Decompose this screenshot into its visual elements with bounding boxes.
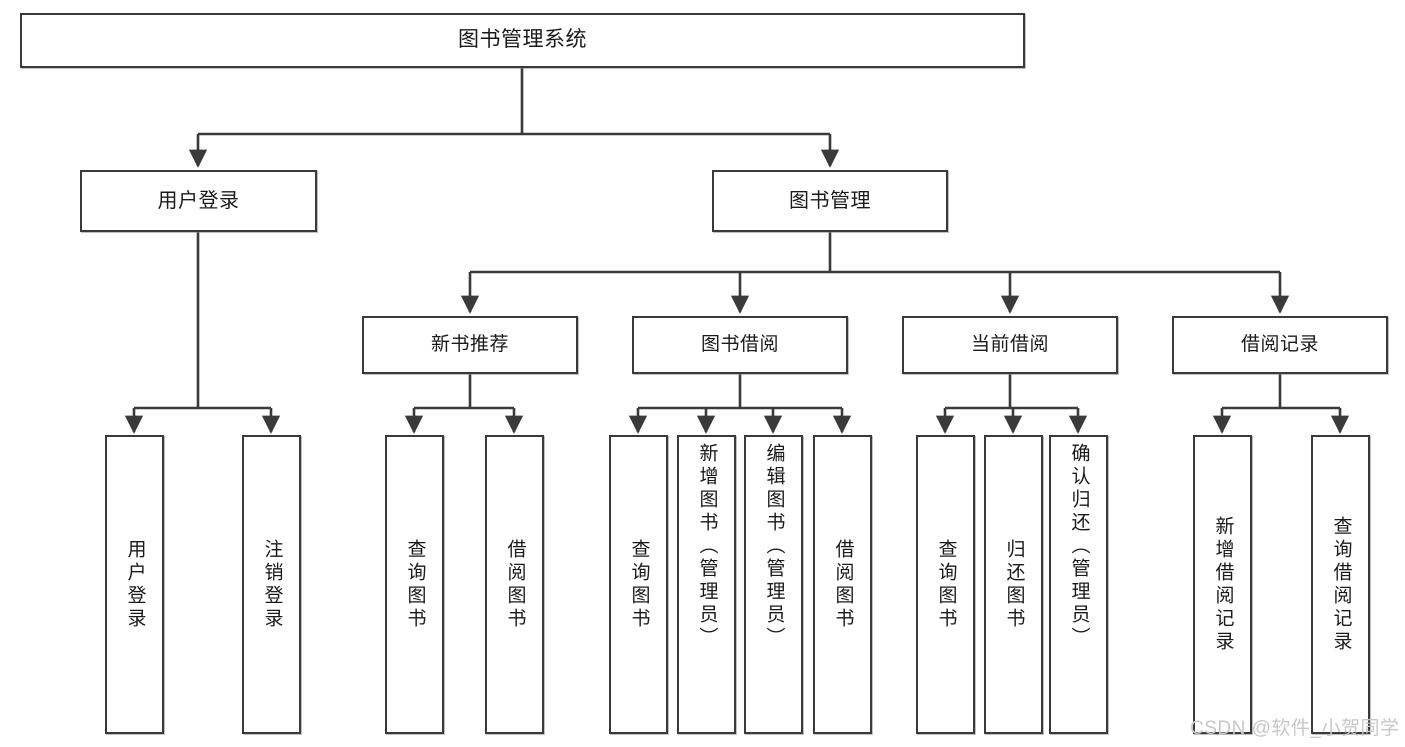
node-leaf-current-borrow-query-label: 查询图书 <box>935 538 957 631</box>
node-leaf-current-borrow-return[interactable]: 归还图书 <box>984 435 1043 734</box>
node-leaf-borrow-record-add[interactable]: 新增借阅记录 <box>1193 435 1252 734</box>
node-leaf-user-login-signout-label: 注销登录 <box>261 538 283 631</box>
node-new-book-recommend[interactable]: 新书推荐 <box>362 316 578 374</box>
node-book-borrow-label: 图书借阅 <box>700 334 779 356</box>
node-leaf-book-borrow-add-label: 新增图书（管理员） <box>696 443 718 650</box>
node-leaf-user-login-signin-label: 用户登录 <box>124 538 146 631</box>
node-leaf-book-borrow-edit[interactable]: 编辑图书（管理员） <box>744 435 803 734</box>
node-leaf-new-book-query[interactable]: 查询图书 <box>385 435 444 734</box>
node-leaf-user-login-signout[interactable]: 注销登录 <box>242 435 301 734</box>
node-leaf-new-book-borrow-label: 借阅图书 <box>504 538 526 631</box>
node-leaf-current-borrow-confirm[interactable]: 确认归还（管理员） <box>1049 435 1108 734</box>
node-leaf-book-borrow-add[interactable]: 新增图书（管理员） <box>677 435 736 734</box>
node-leaf-current-borrow-confirm-label: 确认归还（管理员） <box>1068 443 1090 650</box>
node-current-borrow-label: 当前借阅 <box>970 334 1049 356</box>
node-leaf-current-borrow-return-label: 归还图书 <box>1003 538 1025 631</box>
node-leaf-new-book-query-label: 查询图书 <box>404 538 426 631</box>
node-leaf-book-borrow-query[interactable]: 查询图书 <box>609 435 668 734</box>
node-borrow-record-label: 借阅记录 <box>1240 334 1319 356</box>
node-book-management[interactable]: 图书管理 <box>712 170 948 232</box>
node-leaf-book-borrow-lend[interactable]: 借阅图书 <box>813 435 872 734</box>
node-leaf-book-borrow-lend-label: 借阅图书 <box>832 538 854 631</box>
node-leaf-borrow-record-query[interactable]: 查询借阅记录 <box>1311 435 1370 734</box>
node-user-login[interactable]: 用户登录 <box>80 170 317 232</box>
node-current-borrow[interactable]: 当前借阅 <box>902 316 1118 374</box>
csdn-watermark: CSDN @软件_小贺同学 <box>1190 718 1400 739</box>
node-user-login-label: 用户登录 <box>157 189 240 212</box>
node-leaf-book-borrow-query-label: 查询图书 <box>628 538 650 631</box>
node-leaf-borrow-record-query-label: 查询借阅记录 <box>1330 515 1352 654</box>
node-borrow-record[interactable]: 借阅记录 <box>1172 316 1388 374</box>
node-book-borrow[interactable]: 图书借阅 <box>632 316 848 374</box>
node-root-system-label: 图书管理系统 <box>458 28 587 52</box>
node-leaf-user-login-signin[interactable]: 用户登录 <box>105 435 164 734</box>
node-leaf-current-borrow-query[interactable]: 查询图书 <box>916 435 975 734</box>
node-leaf-book-borrow-edit-label: 编辑图书（管理员） <box>763 443 785 650</box>
node-leaf-new-book-borrow[interactable]: 借阅图书 <box>485 435 544 734</box>
node-new-book-recommend-label: 新书推荐 <box>430 334 509 356</box>
node-root-system[interactable]: 图书管理系统 <box>20 13 1025 68</box>
node-book-management-label: 图书管理 <box>789 189 871 212</box>
node-leaf-borrow-record-add-label: 新增借阅记录 <box>1212 515 1234 654</box>
